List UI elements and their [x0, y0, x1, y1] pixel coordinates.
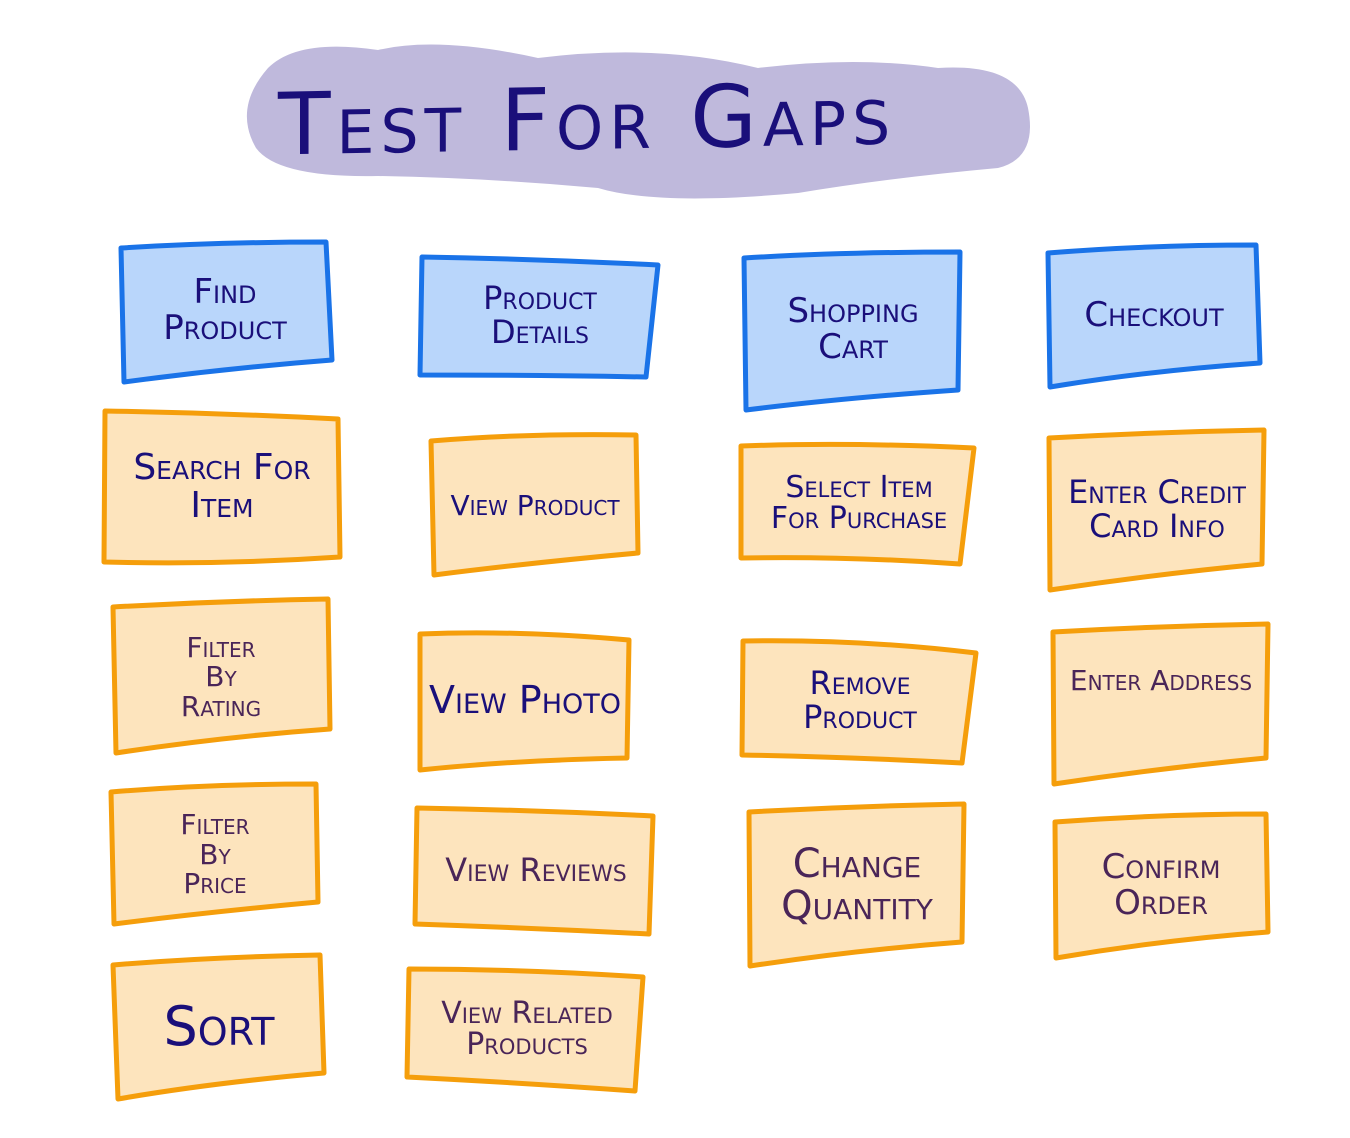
story-card-filter-by-rating[interactable]: Filter By Rating — [110, 596, 333, 757]
story-label: Enter Credit Card Info — [1068, 473, 1246, 545]
epic-label: Shopping Cart — [787, 291, 919, 367]
story-card-filter-by-price[interactable]: Filter By Price — [108, 781, 322, 927]
story-card-sort[interactable]: Sort — [110, 952, 328, 1102]
story-card-view-reviews[interactable]: View Reviews — [412, 805, 659, 937]
story-label: Filter By Price — [180, 808, 250, 901]
story-label: View Product — [450, 488, 620, 522]
story-label: Confirm Order — [1101, 847, 1221, 923]
epic-label: Product Details — [483, 279, 597, 351]
title-highlight-blob — [246, 44, 1031, 199]
story-label: Change Quantity — [781, 841, 933, 929]
epic-label: Find Product — [163, 272, 287, 348]
story-card-confirm-order[interactable]: Confirm Order — [1052, 811, 1271, 961]
story-card-enter-credit-card-info[interactable]: Enter Credit Card Info — [1046, 427, 1268, 593]
story-label: View Related Products — [441, 995, 613, 1062]
epic-card-product-details[interactable]: Product Details — [417, 253, 662, 380]
story-label: View Reviews — [445, 851, 627, 890]
page-title: Test For Gaps — [278, 64, 897, 176]
story-label: Filter By Rating — [180, 630, 262, 723]
story-card-change-quantity[interactable]: Change Quantity — [746, 801, 968, 969]
story-card-enter-address[interactable]: Enter Address — [1050, 621, 1272, 788]
story-card-view-related-products[interactable]: View Related Products — [404, 965, 649, 1094]
title-banner: Test For Gaps — [238, 28, 1038, 203]
story-card-select-item-for-purchase[interactable]: Select Item For Purchase — [738, 440, 980, 567]
story-card-search-for-item[interactable]: Search For Item — [101, 407, 343, 567]
epic-card-find-product[interactable]: Find Product — [118, 239, 335, 385]
epic-card-checkout[interactable]: Checkout — [1045, 242, 1263, 390]
story-label: Search For Item — [133, 447, 311, 526]
story-card-view-photo[interactable]: View Photo — [417, 630, 633, 773]
story-card-view-product[interactable]: View Product — [428, 432, 642, 578]
story-label: Enter Address — [1069, 664, 1253, 697]
story-card-remove-product[interactable]: Remove Product — [739, 637, 980, 766]
story-label: Sort — [163, 994, 275, 1058]
story-label: View Photo — [428, 678, 621, 723]
story-label: Remove Product — [803, 664, 917, 736]
story-label: Select Item For Purchase — [770, 469, 948, 536]
epic-label: Checkout — [1084, 295, 1224, 336]
epic-card-shopping-cart[interactable]: Shopping Cart — [741, 248, 964, 413]
